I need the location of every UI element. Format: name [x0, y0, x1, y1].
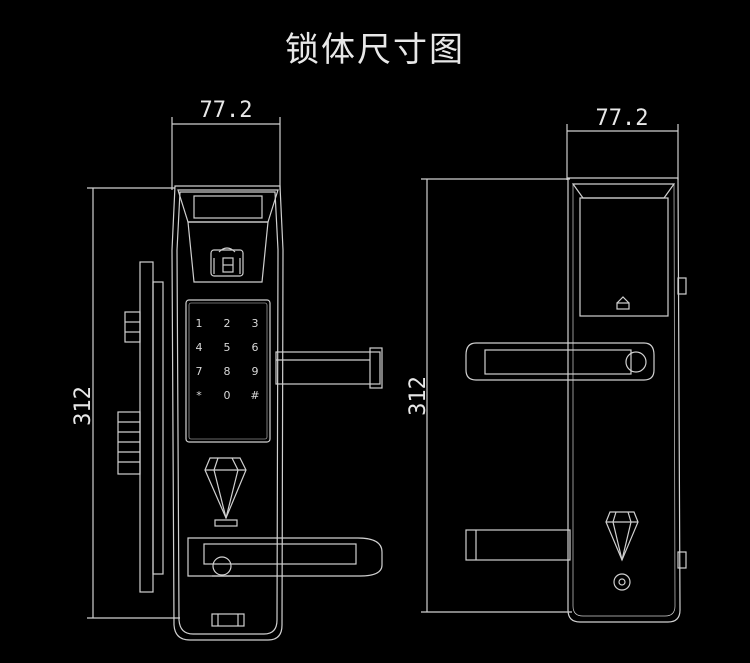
front-view: 77.2 312 — [71, 98, 383, 641]
front-lever-handle — [187, 537, 383, 577]
keypad-key: 5 — [224, 341, 231, 354]
keypad-key: # — [250, 389, 259, 402]
back-panel-outline — [567, 177, 681, 623]
keypad-key: 7 — [196, 365, 203, 378]
lower-lever-spindle — [465, 529, 571, 561]
back-height-label: 312 — [406, 376, 431, 416]
keypad-key: 2 — [224, 317, 231, 330]
keyhole-icon — [613, 573, 631, 591]
keypad-key: * — [196, 389, 202, 402]
upper-lever-spindle — [275, 347, 383, 389]
fingerprint-sensor — [210, 247, 244, 277]
keypad-key: 9 — [252, 365, 259, 378]
front-width-label: 77.2 — [200, 98, 253, 123]
keypad-key: 3 — [252, 317, 259, 330]
back-lever-handle — [465, 342, 655, 381]
back-width-label: 77.2 — [596, 106, 649, 131]
keypad-key: 1 — [196, 317, 203, 330]
keypad-key: 0 — [224, 389, 231, 402]
front-height-label: 312 — [71, 386, 96, 426]
keypad-panel — [185, 299, 271, 443]
mortise-body — [117, 261, 164, 593]
back-width-dimension — [566, 124, 679, 180]
page-title: 锁体尺寸图 — [285, 30, 465, 70]
back-diamond-emblem-icon — [605, 511, 639, 562]
front-width-dimension — [171, 117, 281, 190]
battery-cover — [571, 183, 676, 199]
front-height-dimension — [87, 187, 180, 619]
keypad-key: 4 — [196, 341, 203, 354]
back-view: 77.2 312 — [406, 106, 687, 623]
front-panel-outline — [171, 185, 284, 641]
lock-icon — [616, 296, 630, 310]
keypad-key: 8 — [224, 365, 231, 378]
keypad-grid: 1 2 3 4 5 6 7 8 9 * 0 # — [196, 317, 260, 402]
top-cap — [177, 189, 279, 223]
diamond-emblem-icon — [204, 457, 247, 520]
keypad-key: 6 — [252, 341, 259, 354]
back-height-dimension — [421, 178, 572, 613]
